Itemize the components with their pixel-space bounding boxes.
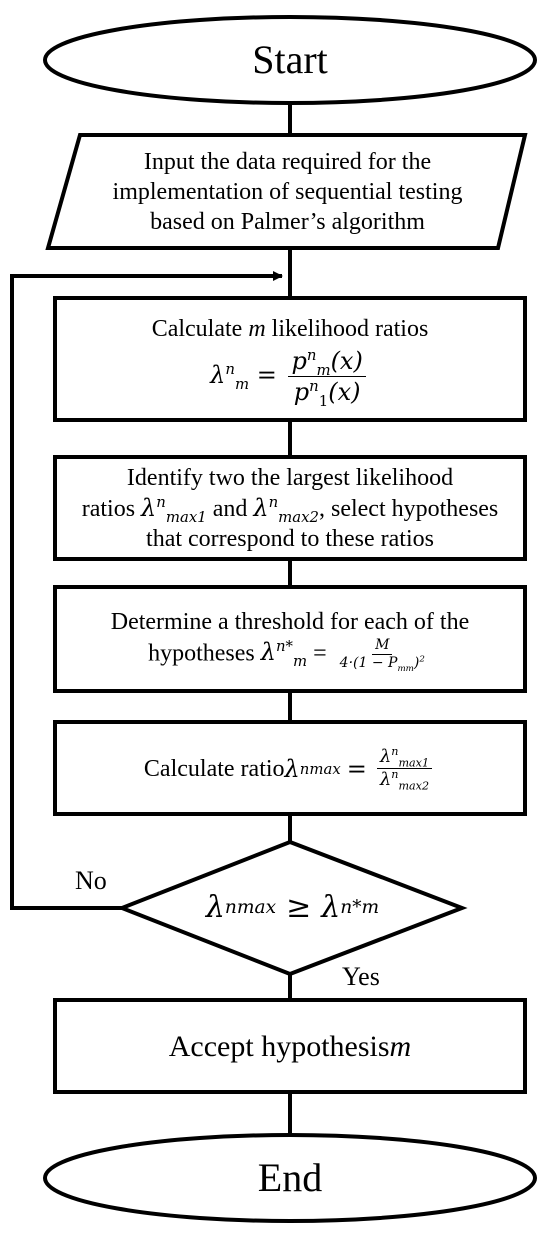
calc-likelihood-heading: Calculate m likelihood ratios xyxy=(151,315,429,342)
no-label: No xyxy=(75,866,107,895)
ratio-text: Calculate ratio xyxy=(143,755,285,782)
likelihood-ratio-formula: λnm = pnm(x) pn1(x) xyxy=(210,346,370,408)
end-label: End xyxy=(45,1135,535,1221)
calc-likelihood-label: Calculate m likelihood ratios λnm = pnm(… xyxy=(57,302,523,418)
threshold-label: Determine a threshold for each of the hy… xyxy=(57,590,523,689)
threshold-line-1: Determine a threshold for each of the xyxy=(110,608,470,635)
input-label: Input the data required for the implemen… xyxy=(60,138,515,246)
identify-line-2: ratios λnmax1 and λnmax2, select hypothe… xyxy=(81,493,499,526)
input-parallelogram xyxy=(45,133,528,250)
yes-label: Yes xyxy=(342,962,380,991)
threshold-line-2: hypotheses λn*m = M 4·(1 − Pmm)2 xyxy=(148,636,425,674)
accept-label: Accept hypothesis m xyxy=(168,1029,412,1063)
end-text: End xyxy=(257,1155,323,1200)
identify-line-3: that correspond to these ratios xyxy=(146,526,434,552)
input-line-2: implementation of sequential testing xyxy=(112,179,463,205)
input-line-3: based on Palmer’s algorithm xyxy=(150,209,425,235)
start-label: Start xyxy=(45,17,535,103)
input-line-1: Input the data required for the xyxy=(143,149,432,175)
end-terminal xyxy=(43,1133,537,1223)
start-text: Start xyxy=(252,37,328,82)
loop-back-no-path xyxy=(10,271,283,910)
identify-line-1: Identify two the largest likelihood xyxy=(126,465,454,491)
identify-label: Identify two the largest likelihood rati… xyxy=(57,460,523,557)
